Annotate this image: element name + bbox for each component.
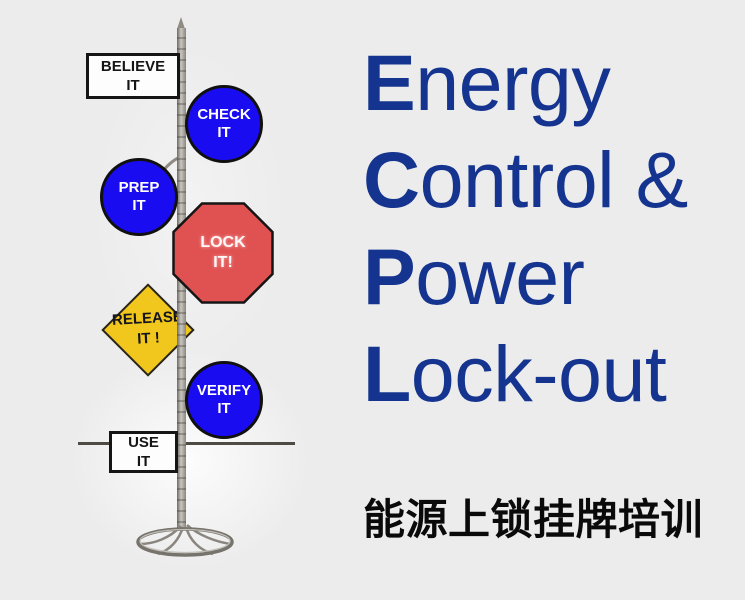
sign-believe-line2: IT: [126, 77, 140, 94]
title-line-power: Power: [363, 228, 688, 325]
sign-prep-line2: IT: [132, 197, 146, 214]
sign-lock-line1: LOCK: [200, 234, 246, 251]
sign-check-it: CHECK IT: [185, 85, 263, 163]
title-initial-l: L: [363, 329, 411, 418]
sign-lock-it-octagon: [172, 202, 274, 304]
title-rest-lockout: ock-out: [410, 329, 667, 418]
sign-lock-line2: IT!: [213, 254, 233, 271]
title-initial-e: E: [363, 38, 416, 127]
title-line-energy: Energy: [363, 34, 688, 131]
sign-verify-line1: VERIFY: [196, 382, 252, 399]
title-rest-power: ower: [415, 232, 585, 321]
slide-subtitle-chinese: 能源上锁挂牌培训: [363, 496, 704, 543]
signpost-base: [136, 524, 234, 557]
crossbar-line: [78, 442, 295, 445]
sign-verify-line2: IT: [217, 400, 231, 417]
sign-verify-it: VERIFY IT: [185, 361, 263, 439]
slide-title: Energy Control & Power Lock-out: [363, 34, 688, 422]
title-rest-control: ontrol &: [419, 135, 689, 224]
title-initial-p: P: [363, 232, 416, 321]
title-rest-energy: nergy: [415, 38, 611, 127]
sign-check-line1: CHECK: [197, 106, 251, 123]
sign-believe-line1: BELIEVE: [100, 58, 166, 75]
title-initial-c: C: [363, 135, 420, 224]
sign-believe-it: BELIEVE IT: [86, 53, 180, 99]
stop-octagon-shape: [172, 202, 274, 304]
sign-use-line2: IT: [136, 453, 151, 470]
sign-use-it: USE IT: [109, 431, 178, 473]
sign-prep-it: PREP IT: [100, 158, 178, 236]
pole-tip: [177, 17, 185, 29]
title-line-control: Control &: [363, 131, 688, 228]
sign-prep-line1: PREP: [118, 179, 160, 196]
sign-use-line1: USE: [128, 434, 159, 451]
sign-check-line2: IT: [217, 124, 231, 141]
sign-lock-it-label: LOCK IT!: [172, 202, 274, 304]
title-line-lockout: Lock-out: [363, 325, 688, 422]
